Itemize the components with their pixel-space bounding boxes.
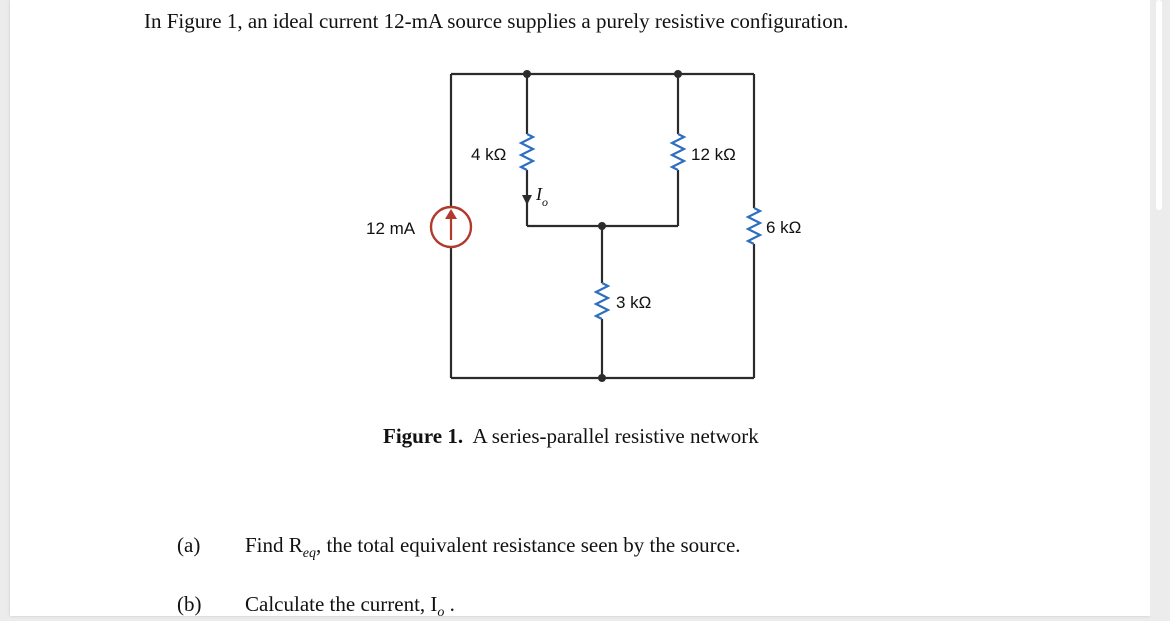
scrollbar-thumb[interactable] (1156, 0, 1162, 210)
question-b-label: (b) (177, 592, 202, 616)
figure-caption: Figure 1. A series-parallel resistive ne… (383, 424, 759, 449)
figure-caption-text: A series-parallel resistive network (472, 424, 759, 448)
question-a-sub: eq (302, 546, 316, 562)
question-a-text: Find Req, the total equivalent resistanc… (245, 533, 741, 562)
question-a-label: (a) (177, 533, 201, 557)
question-b-prefix: Calculate the current, I (245, 592, 438, 616)
problem-intro: In Figure 1, an ideal current 12-mA sour… (144, 9, 849, 33)
figure-caption-label: Figure 1. (383, 424, 464, 448)
document-page (10, 0, 1150, 616)
question-a-prefix: Find R (245, 533, 303, 557)
question-b-text: Calculate the current, Io . (245, 592, 455, 621)
question-b-suffix: . (444, 592, 455, 616)
question-a-suffix: , the total equivalent resistance seen b… (316, 533, 741, 557)
question-b-sub: o (437, 605, 445, 621)
vertical-scrollbar[interactable] (1150, 0, 1170, 616)
